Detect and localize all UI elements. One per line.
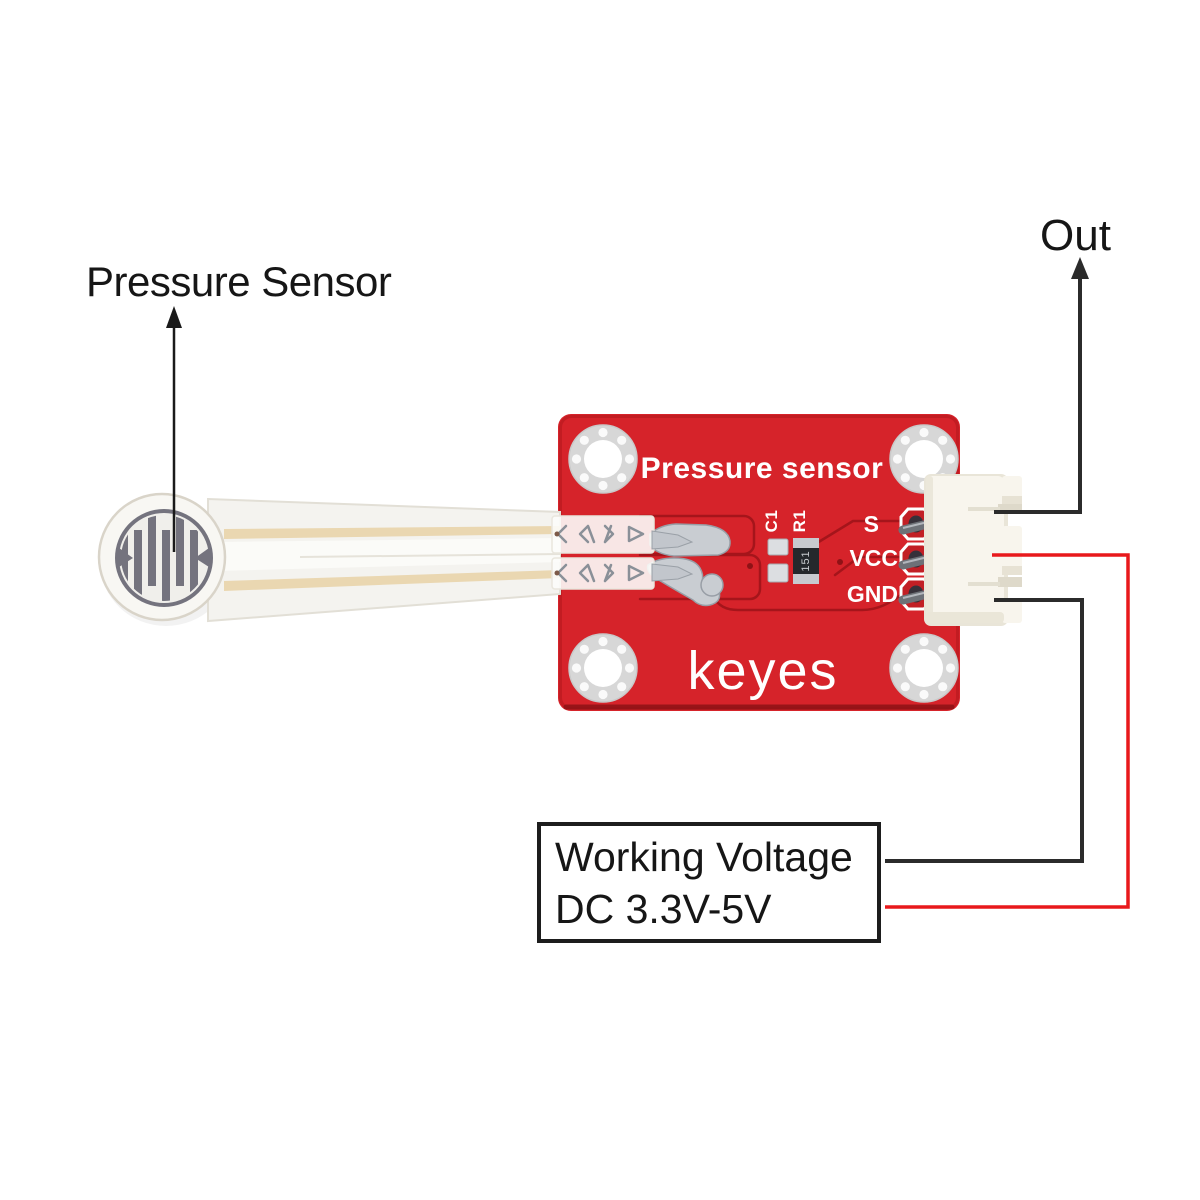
cable-clips [551,515,694,590]
pressure-sensor-label: Pressure Sensor [86,258,392,305]
resistor-r1 [793,538,819,584]
jst-connector [924,474,1022,626]
out-arrow-icon [1071,257,1089,279]
capacitor-c1 [767,538,789,583]
component-label-r1: R1 [790,509,809,533]
pin-label-s: S [863,511,879,537]
board-title: Pressure sensor [640,452,884,485]
resistor-marking: 151 [800,550,812,572]
out-label: Out [1040,211,1111,260]
pcb-traces [638,514,904,612]
pin-label-gnd: GND [846,581,898,607]
out-wire [994,257,1089,514]
working-voltage-box: Working Voltage DC 3.3V-5V [537,822,881,943]
pressure-sensor-arrow [166,306,182,552]
working-voltage-line1: Working Voltage [555,834,853,880]
gnd-wire [885,598,1084,863]
sensor-arrow-icon [166,306,182,328]
fsr-sensor-pad [97,492,227,622]
component-label-c1: C1 [762,509,781,533]
working-voltage-line2: DC 3.3V-5V [555,886,772,932]
vcc-wire [885,553,1130,909]
board-brand-logo: keyes [687,641,839,701]
pin-label-vcc: VCC [849,545,898,571]
